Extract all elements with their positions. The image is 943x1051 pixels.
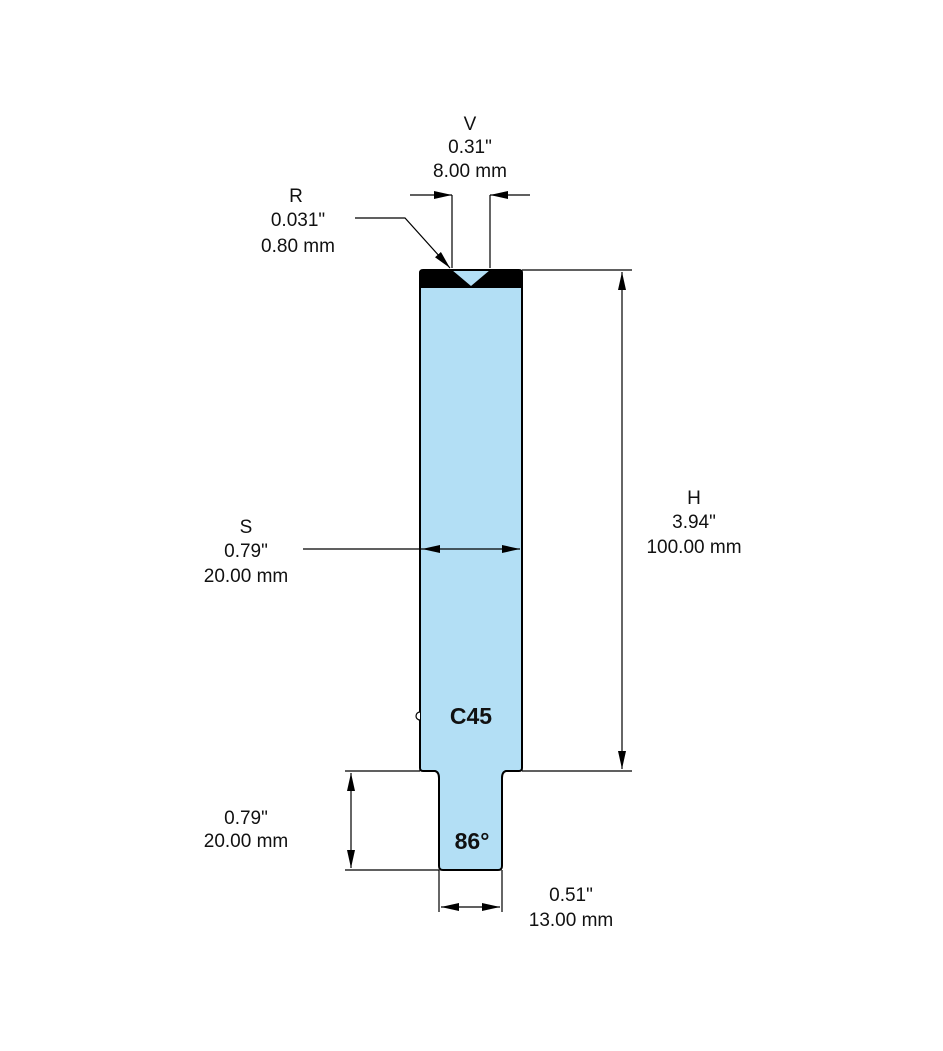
s-label: S (240, 517, 253, 538)
tang-width-mm: 13.00 mm (529, 910, 613, 931)
r-label: R (289, 186, 303, 207)
r-inch: 0.031" (271, 210, 325, 231)
s-mm: 20.00 mm (204, 566, 288, 587)
tang-height-inch: 0.79" (224, 808, 268, 829)
v-inch: 0.31" (448, 137, 492, 158)
side-notch (415, 711, 421, 721)
material-label: C45 (450, 703, 492, 729)
v-groove-tip (420, 270, 522, 288)
s-inch: 0.79" (224, 541, 268, 562)
h-label: H (687, 488, 701, 509)
h-inch: 3.94" (672, 512, 716, 533)
r-mm: 0.80 mm (261, 236, 335, 257)
v-label: V (464, 114, 477, 135)
v-mm: 8.00 mm (433, 161, 507, 182)
angle-label: 86° (455, 828, 490, 854)
tang-width-inch: 0.51" (549, 885, 593, 906)
tang-height-mm: 20.00 mm (204, 831, 288, 852)
h-mm: 100.00 mm (646, 537, 741, 558)
r-leader-arrow (355, 217, 451, 269)
die-body (419, 269, 523, 871)
